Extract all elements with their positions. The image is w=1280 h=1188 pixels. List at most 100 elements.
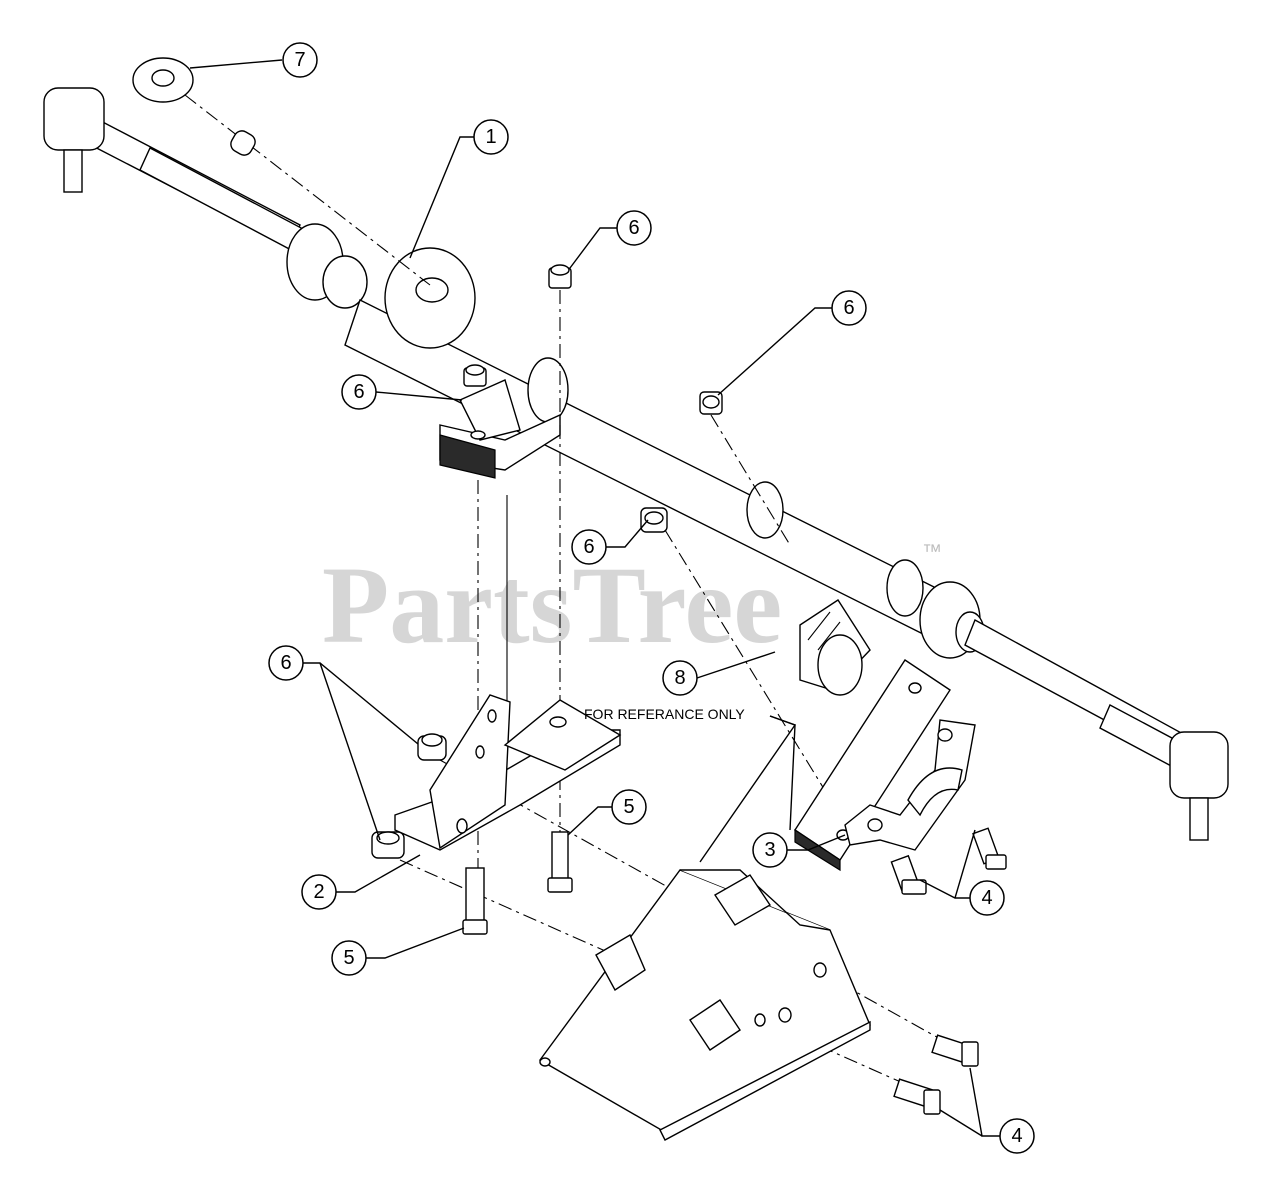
callout-5-left[interactable]: 5	[331, 940, 367, 976]
frame-bolt-a-head	[961, 1041, 979, 1067]
reference-note-leader-b	[699, 715, 797, 863]
callout-6-bracket[interactable]: 6	[341, 374, 377, 410]
callout-6-bracket-circle	[341, 374, 377, 410]
rack-clamp-hole-b	[937, 728, 953, 742]
leader-4-frame-b	[939, 1109, 983, 1137]
tie-rod-end-right-stud	[1189, 797, 1209, 841]
rack-guide-block	[799, 599, 871, 696]
callout-8-circle	[662, 660, 698, 696]
rack-collar-left	[527, 357, 569, 423]
frame-bracket-hole-a	[813, 962, 827, 978]
leader-6-bracket	[375, 391, 463, 401]
callout-8[interactable]: 8	[662, 660, 698, 696]
frame-bolt-lower	[893, 1078, 941, 1115]
steering-bracket-upright	[429, 694, 511, 850]
callout-4-clamp-circle	[969, 880, 1005, 916]
callout-7-circle	[282, 42, 318, 78]
callout-7[interactable]: 7	[282, 42, 318, 78]
housing-bracket	[439, 379, 561, 479]
callout-3-circle	[752, 832, 788, 868]
callout-6-top-circle	[616, 210, 652, 246]
callout-5-right[interactable]: 5	[611, 789, 647, 825]
housing-bracket-face	[439, 434, 496, 479]
watermark-text: PartsTree	[322, 544, 782, 666]
rack-clamp-curve	[907, 767, 963, 817]
grommet-alignment-line	[184, 94, 431, 286]
rack-guide-block-groove-a	[807, 611, 831, 641]
hex-bolt-b-shank	[465, 867, 485, 925]
callout-6-pair-label: 6	[280, 652, 291, 674]
flange-nut-b-top	[550, 264, 570, 276]
housing-bracket-ear	[459, 379, 521, 441]
callout-6-right-circle	[831, 290, 867, 326]
callout-4-frame-label: 4	[1011, 1125, 1022, 1147]
flange-nut-e-top	[421, 733, 443, 747]
callout-5-right-label: 5	[623, 796, 634, 818]
rack-guide-block-face	[817, 634, 863, 696]
housing-bracket-hole	[470, 430, 486, 440]
callout-4-clamp[interactable]: 4	[969, 880, 1005, 916]
rack-boot-left-neck	[322, 255, 368, 309]
callout-5-right-circle	[611, 789, 647, 825]
hex-bolt-left	[462, 867, 488, 935]
clamp-bolt-lower	[890, 854, 927, 895]
flange-nut-pair	[371, 733, 447, 859]
leader-4-clamp-b	[954, 829, 976, 899]
tie-rod-end-left-stud	[63, 149, 83, 193]
callout-6-bracket-label: 6	[353, 381, 364, 403]
callout-2[interactable]: 2	[301, 874, 337, 910]
leader-4-clamp-a	[919, 879, 970, 899]
leader-8	[696, 651, 776, 679]
reference-mount-plate-hole-a	[908, 682, 922, 694]
clamp-bolt-upper	[972, 827, 1007, 870]
clamp-bolt-b-head	[985, 854, 1007, 870]
tie-rod-left-sleeve	[139, 147, 306, 253]
callout-6-right[interactable]: 6	[831, 290, 867, 326]
watermark-trademark: ™	[922, 541, 942, 563]
reference-mount-plate-edge	[794, 828, 841, 872]
steering-bracket-arm	[503, 699, 622, 771]
grommet-hole	[151, 69, 175, 87]
pinion-stub	[230, 130, 256, 156]
callout-1-label: 1	[485, 126, 496, 148]
callout-4-frame[interactable]: 4	[999, 1118, 1035, 1154]
callout-6-pair[interactable]: 6	[268, 645, 304, 681]
leader-5-left	[366, 927, 465, 959]
frame-bracket-hole-b	[778, 1007, 792, 1023]
leader-4-frame-a	[969, 1067, 1000, 1137]
leader-1	[409, 136, 474, 259]
flange-nut-top	[548, 264, 572, 289]
clamp-bolt-a-head	[901, 879, 927, 895]
rack-clamp	[844, 719, 976, 851]
hex-bolt-b-head	[462, 919, 488, 935]
steering-bracket-hole-d	[475, 745, 485, 759]
callout-2-label: 2	[313, 881, 324, 903]
leader-6-pair-a	[303, 662, 419, 745]
leader-3	[787, 834, 846, 851]
reference-note: FOR REFERANCE ONLY	[584, 706, 745, 722]
leader-6-pair-b	[319, 662, 381, 841]
hex-bolt-right	[547, 831, 573, 893]
flange-nut-a-top	[465, 364, 485, 376]
frame-bracket-hole-d	[539, 1057, 551, 1067]
tie-rod-end-right	[1169, 731, 1229, 799]
steering-bracket-hole-c	[487, 709, 497, 723]
frame-bracket-reference	[538, 869, 871, 1141]
steering-bracket	[394, 694, 622, 851]
tie-rod-assembly	[43, 87, 1229, 841]
rack-clamp-hole-a	[867, 818, 883, 832]
callout-5-left-circle	[331, 940, 367, 976]
callout-3[interactable]: 3	[752, 832, 788, 868]
callout-1[interactable]: 1	[473, 119, 509, 155]
hex-bolt-a-shank	[551, 831, 569, 883]
callout-2-circle	[301, 874, 337, 910]
flange-nut-c-top	[702, 395, 720, 409]
callout-5-left-label: 5	[343, 947, 354, 969]
callout-6-top[interactable]: 6	[616, 210, 652, 246]
frame-bolt-upper	[931, 1034, 979, 1067]
leader-7	[189, 59, 283, 69]
frame-bracket-body	[538, 869, 871, 1136]
flange-nut-middle	[640, 507, 668, 533]
callout-6-middle[interactable]: 6	[571, 529, 607, 565]
